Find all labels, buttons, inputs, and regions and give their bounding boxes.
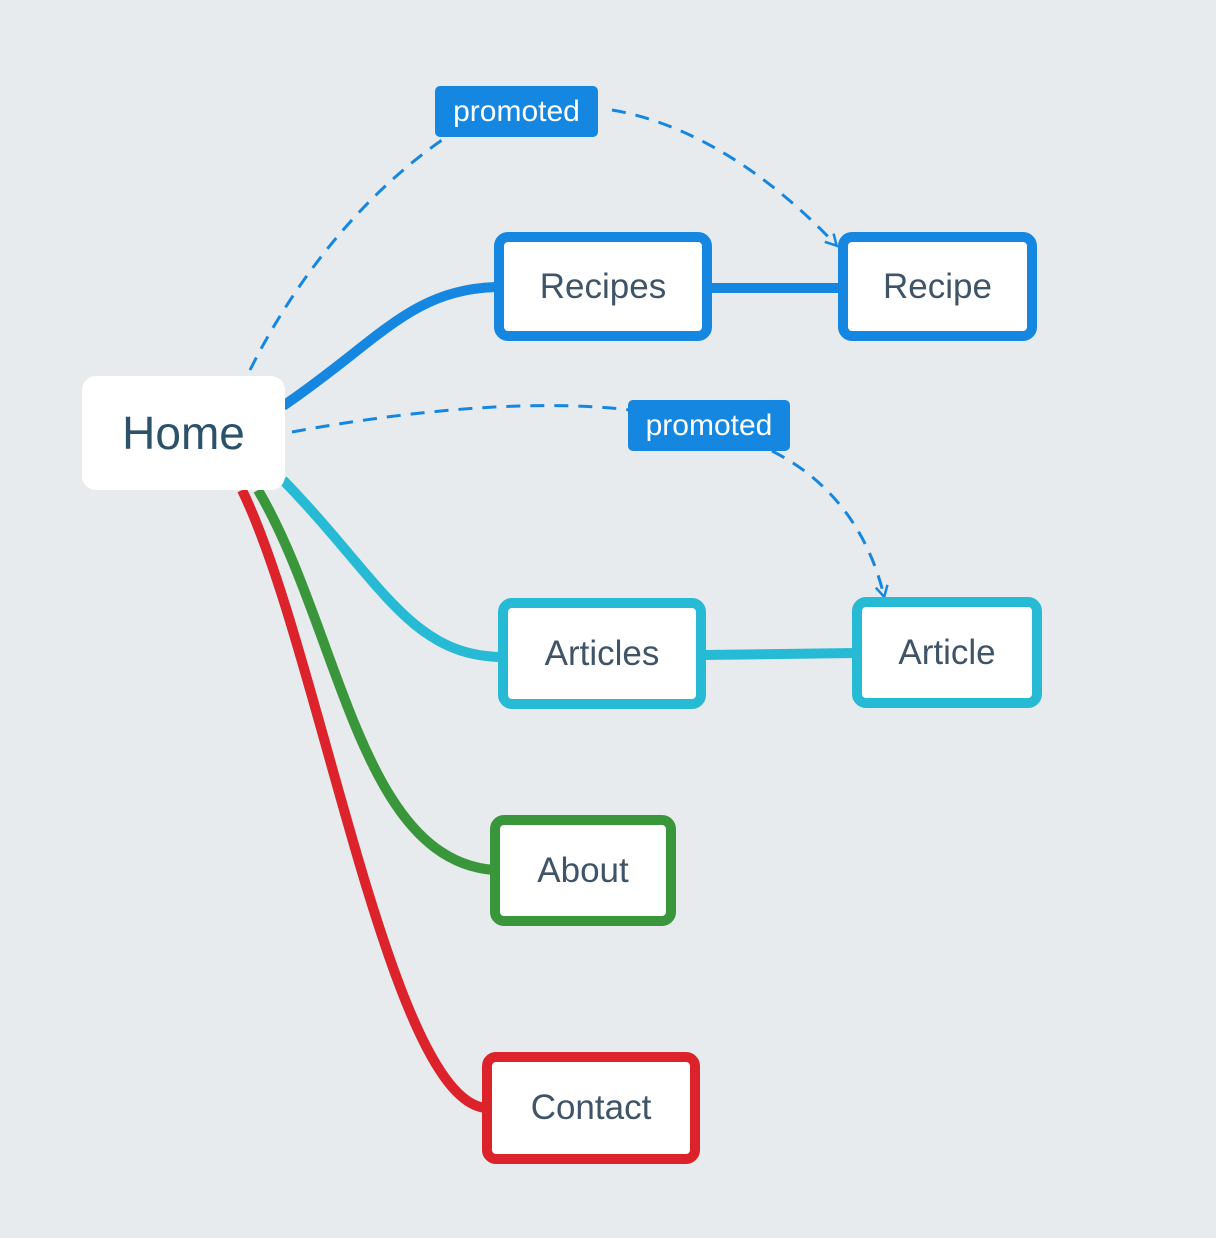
promoted-link-article-arrow [771, 449, 884, 596]
promoted-link-recipe-arrow [611, 108, 836, 245]
edge-home-articles [279, 476, 501, 662]
edge-home-recipes [280, 282, 497, 411]
promoted-link-recipe [248, 138, 443, 371]
node-article[interactable]: Article [852, 597, 1042, 708]
edge-home-about [253, 487, 495, 875]
edge-articles-article [703, 648, 857, 660]
promoted-link-article [291, 404, 631, 434]
node-articles[interactable]: Articles [498, 598, 706, 709]
node-about[interactable]: About [490, 815, 676, 926]
node-home[interactable]: Home [82, 376, 285, 490]
node-contact[interactable]: Contact [482, 1052, 700, 1164]
edge-home-contact [237, 487, 487, 1113]
promoted-badge: promoted [628, 400, 790, 451]
promoted-badge: promoted [435, 86, 598, 137]
node-recipes[interactable]: Recipes [494, 232, 712, 341]
node-recipe[interactable]: Recipe [838, 232, 1037, 341]
